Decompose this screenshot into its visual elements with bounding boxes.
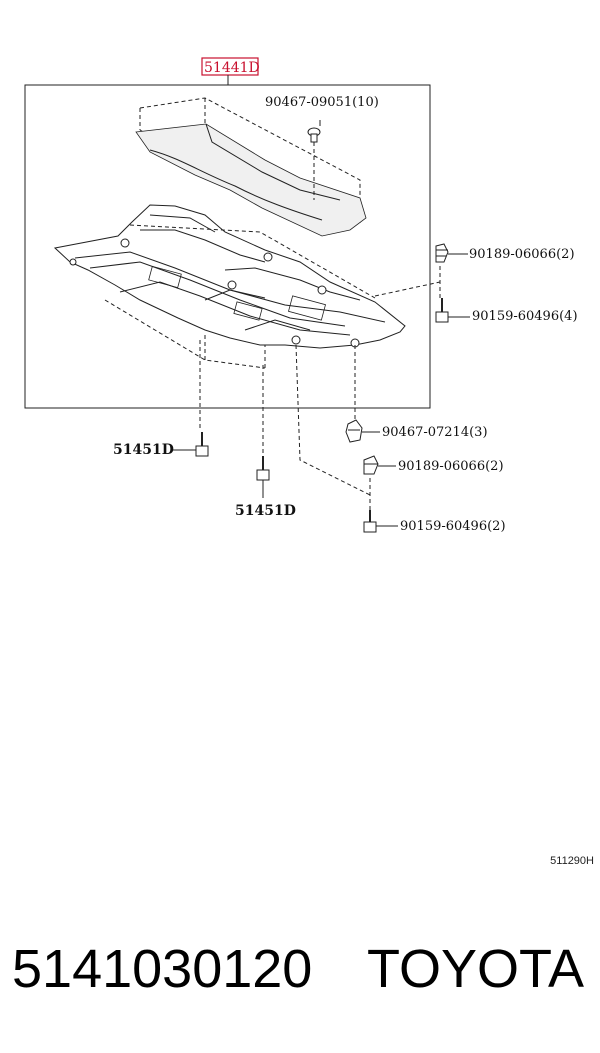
upper-dashed-outline — [139, 97, 361, 225]
clip-top-icon — [307, 127, 321, 143]
diagram-image-code: 511290H — [550, 855, 594, 867]
label-bolt-right-bottom[interactable]: 90159-60496(2) — [400, 519, 506, 534]
nut-right-top-icon — [435, 243, 449, 263]
bolt-right-top-icon — [435, 298, 449, 323]
footer-caption: 5141030120 TOYOTA — [12, 938, 592, 1008]
label-screw-left[interactable]: 51451D — [113, 442, 174, 458]
screw-left-icon — [195, 432, 209, 457]
label-screw-center[interactable]: 51451D — [235, 503, 296, 519]
main-part-highlight-box — [201, 57, 259, 76]
clip-bottom-icon — [345, 419, 363, 443]
screw-center-icon — [256, 456, 270, 481]
assembly-frame — [24, 84, 431, 409]
label-clip-bottom[interactable]: 90467-07214(3) — [382, 425, 488, 440]
cover-dashed-outline — [104, 224, 376, 369]
label-bolt-right-top[interactable]: 90159-60496(4) — [472, 309, 578, 324]
brand-name: TOYOTA — [366, 939, 584, 999]
nut-right-bottom-icon — [363, 455, 379, 475]
bolt-right-bottom-icon — [363, 510, 377, 533]
cover-detail-lines — [69, 214, 386, 348]
parts-diagram: 51441D 90467-09051(10) — [24, 57, 578, 534]
label-nut-right-bottom[interactable]: 90189-06066(2) — [398, 459, 504, 474]
part-number: 5141030120 — [12, 939, 313, 999]
engine-under-cover — [53, 204, 406, 349]
label-nut-right-top[interactable]: 90189-06066(2) — [469, 247, 575, 262]
label-clip-top[interactable]: 90467-09051(10) — [265, 95, 379, 110]
main-part-label[interactable]: 51441D — [204, 60, 260, 76]
upper-insulator-plate — [135, 123, 367, 237]
